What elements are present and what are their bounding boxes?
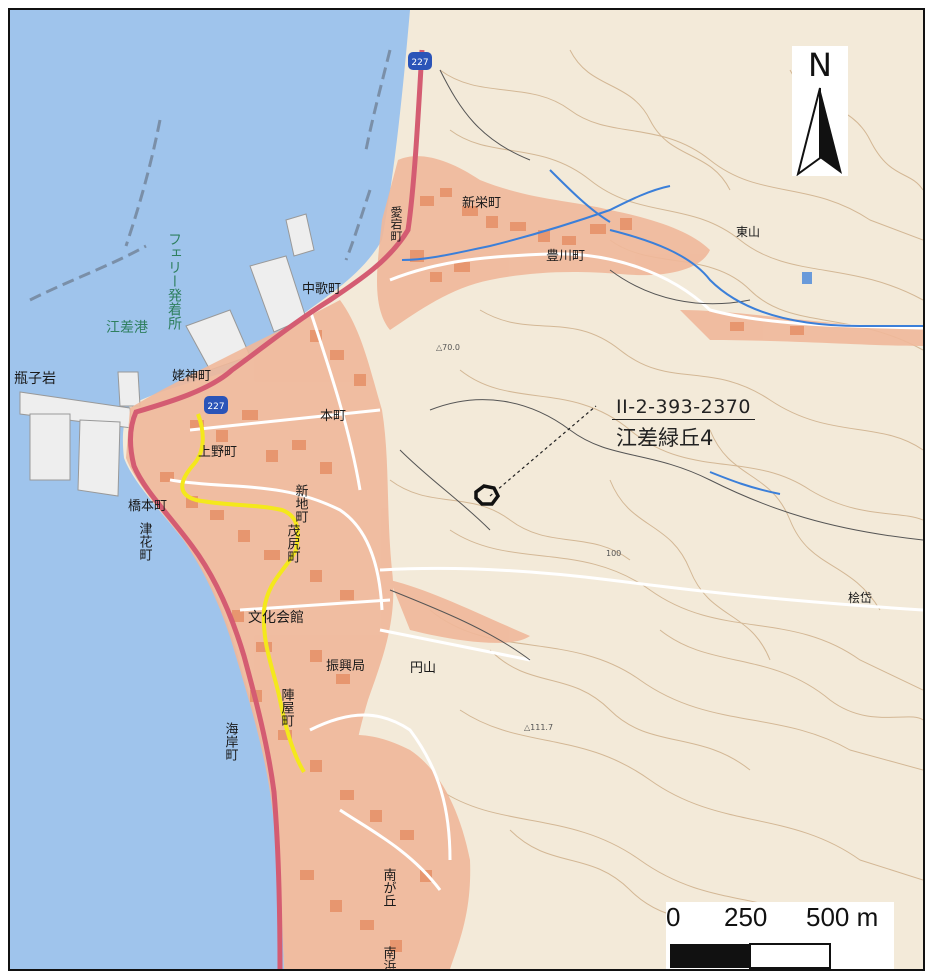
pond (802, 272, 812, 284)
label-bunka-kaikan: 文化会館 (248, 609, 304, 626)
site-name: 江差緑丘4 (616, 426, 714, 450)
label-higashiyama: 東山 (736, 225, 760, 239)
label-hashimoto-cho: 橋本町 (128, 499, 167, 514)
label-shinkokyoku: 振興局 (326, 659, 365, 674)
label-heishi-iwa: 瓶子岩 (14, 371, 56, 387)
label-ferry-terminal: フェリー発着所 (166, 232, 182, 330)
label-esashi-port: 江差港 (106, 320, 148, 336)
route-shield-south: 227 (204, 396, 228, 414)
label-ueno-cho: 上野町 (198, 445, 237, 460)
minor-roads (169, 252, 923, 891)
site-marker[interactable] (474, 484, 501, 506)
route-shield-south-label: 227 (207, 402, 224, 412)
label-jinya-cho: 陣屋町 (279, 688, 295, 727)
label-kaigan-cho: 海岸町 (223, 722, 239, 761)
harbour-piers (19, 213, 315, 497)
label-toyokawa-cho: 豊川町 (546, 249, 585, 264)
label-hon-cho: 本町 (320, 409, 346, 424)
label-kashidai: 桧岱 (848, 590, 872, 605)
label-nakauta-cho: 中歌町 (302, 282, 341, 297)
site-code: II-2-393-2370 (612, 396, 755, 420)
map-frame: 227 227 愛宕町 新栄町 豊川町 中歌町 姥神町 本町 上野町 新地町 橋… (8, 8, 925, 971)
scale-bar: 0 250 500 m (666, 902, 894, 969)
label-maruyama: 円山 (410, 661, 436, 676)
label-ubagami-cho: 姥神町 (172, 369, 211, 384)
spot-height-70: △70.0 (436, 343, 460, 352)
label-shinsakae-cho: 新栄町 (462, 195, 501, 211)
label-minamihama: 南浜 (381, 945, 397, 969)
north-label: N (808, 46, 832, 84)
site-label: II-2-393-2370 江差緑丘4 (612, 396, 755, 454)
scale-label-0: 0 (666, 902, 681, 932)
label-atago-cho: 愛宕町 (389, 206, 403, 242)
site-leader-line (489, 405, 597, 497)
label-moshiri-cho: 茂尻町 (285, 524, 301, 563)
label-tsubana-cho: 津花町 (137, 522, 153, 561)
topographic-map[interactable]: 227 227 愛宕町 新栄町 豊川町 中歌町 姥神町 本町 上野町 新地町 橋… (10, 10, 923, 969)
main-road (128, 49, 425, 969)
breakwaters (29, 49, 392, 302)
label-shinchi-cho: 新地町 (293, 483, 309, 523)
route-shield-north-label: 227 (411, 58, 428, 68)
spot-height-111: △111.7 (524, 723, 553, 732)
scale-bar-graphic (670, 943, 831, 969)
rivers (401, 169, 923, 495)
building-blocks (160, 188, 804, 952)
north-arrow-icon (796, 87, 842, 176)
route-shield-north: 227 (408, 52, 432, 70)
scale-label-500: 500 m (806, 902, 879, 932)
contour-label-100: 100 (606, 549, 621, 558)
contour-lines (389, 49, 923, 969)
trails (389, 69, 923, 661)
label-minamigaoka: 南が丘 (381, 867, 397, 907)
north-arrow: N (792, 46, 848, 176)
walking-route (180, 413, 306, 774)
scale-label-250: 250 (724, 902, 768, 932)
